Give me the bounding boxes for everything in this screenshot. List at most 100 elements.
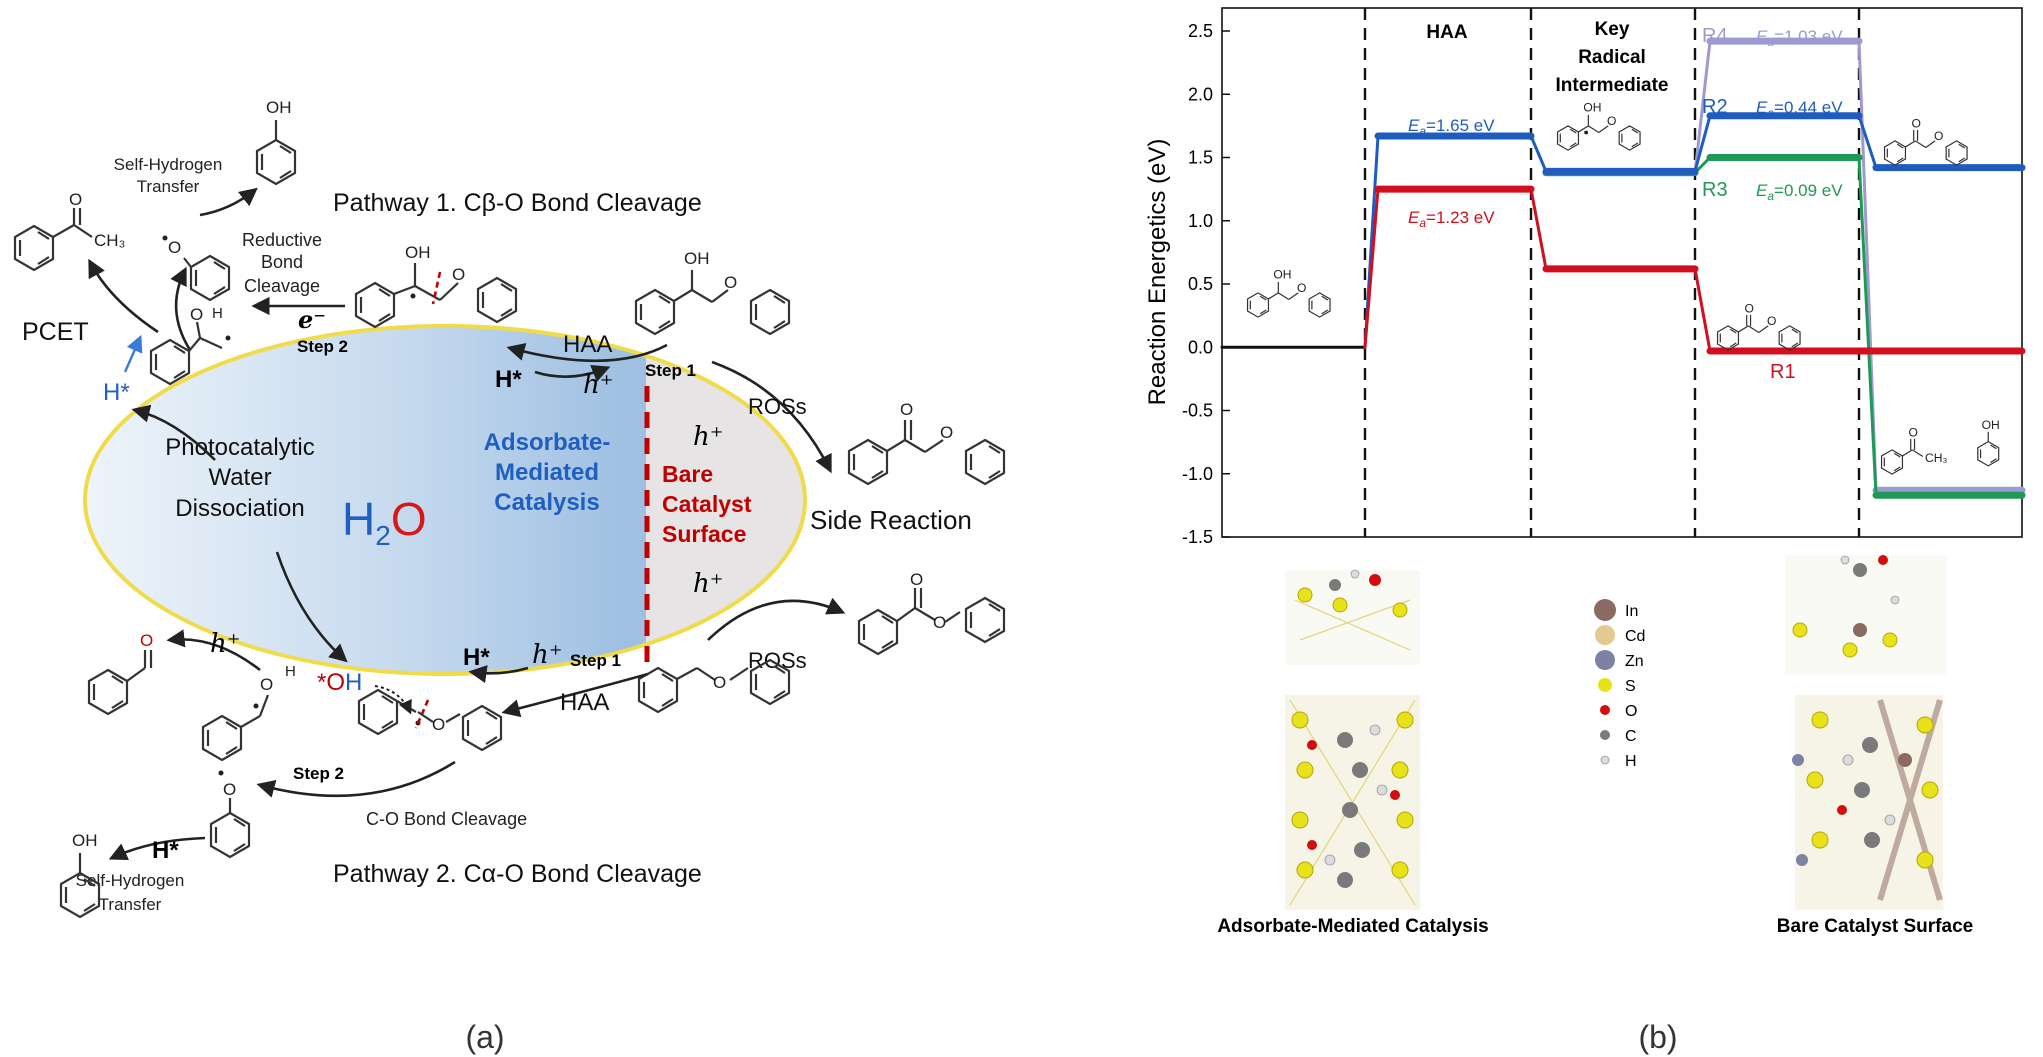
substrate-bottom-right: O [637, 658, 791, 714]
svg-text:O: O [900, 400, 913, 419]
panel-b-label: (b) [1638, 1019, 1677, 1055]
y-tick-label: 2.5 [1188, 21, 1213, 41]
h-plus-bare-bottom: h⁺ [693, 569, 723, 599]
h-star-bottom: H* [463, 644, 490, 671]
haa-bottom: HAA [560, 689, 609, 716]
series-label-r2: R2 [1702, 96, 1728, 118]
benzylic-radical-bottom: O [357, 688, 503, 752]
benzaldehyde: O [87, 631, 153, 716]
arrow-haa-bottom [501, 672, 649, 718]
svg-text:O: O [940, 423, 953, 442]
svg-text:O: O [1912, 117, 1921, 131]
energy-connector-r1 [1693, 267, 1712, 353]
energy-connector-r2 [1693, 114, 1712, 173]
energy-connector-r2 [1857, 114, 1878, 170]
self-h-transfer-top: Self-Hydrogen Transfer [114, 155, 223, 196]
svg-text:O: O [1745, 302, 1754, 316]
inset-products: O CH₃ OH [1880, 418, 2000, 475]
ea-annotation-r2-haa: Ea=1.65 eV [1408, 116, 1495, 138]
svg-text:Transfer: Transfer [137, 177, 200, 196]
svg-text:OH: OH [1982, 418, 2000, 432]
svg-text:Mediated: Mediated [495, 459, 599, 486]
svg-text:Reductive: Reductive [242, 230, 322, 250]
svg-text:Surface: Surface [662, 521, 746, 547]
h-star-top: H* [495, 366, 522, 393]
panel-b: 2.52.01.51.00.50.0-0.5-1.0-1.5 Reaction … [1144, 7, 2026, 1055]
svg-text:O: O [910, 570, 923, 589]
svg-text:Bond: Bond [261, 252, 303, 272]
inset-radical: OH O [1556, 101, 1641, 151]
panel-a: Photocatalytic Water Dissociation H2O Ad… [13, 98, 1006, 1055]
svg-text:Key: Key [1595, 19, 1630, 40]
ea-annotation-r1: Ea=1.23 eV [1408, 208, 1495, 230]
arrow-haa-top [506, 343, 668, 363]
svg-text:Intermediate: Intermediate [1556, 75, 1669, 96]
svg-text:O: O [713, 673, 726, 692]
stage-label-key-radical: Key Radical Intermediate [1556, 19, 1669, 96]
h-plus-bare-top: h⁺ [693, 422, 723, 452]
energy-connector-r1 [1363, 187, 1380, 349]
y-tick-label: 1.0 [1188, 211, 1213, 231]
phenoxy-radical-top: O [162, 235, 231, 302]
legend-label-cd: Cd [1625, 628, 1645, 645]
svg-text:Transfer: Transfer [99, 895, 162, 914]
ester-side-product: O O [857, 570, 1006, 656]
bare-catalyst-label: Bare Catalyst Surface [662, 461, 752, 547]
svg-text:CH₃: CH₃ [94, 231, 125, 250]
h-plus-left: h⁺ [210, 629, 240, 659]
structure-image-adsorbate [1285, 569, 1420, 910]
h-plus-bottom: h⁺ [532, 640, 562, 670]
svg-text:O: O [260, 675, 273, 694]
svg-text:O: O [190, 305, 203, 324]
inset-ketone-r2: O O [1883, 117, 1968, 166]
svg-text:Adsorbate-: Adsorbate- [484, 429, 611, 456]
arrow-h-star-blue [123, 334, 143, 373]
alkoxy-radical-intermediate: O H [149, 305, 231, 386]
pathway2-title: Pathway 2. Cα-O Bond Cleavage [333, 860, 702, 888]
benzylic-radical-top: OH O [354, 243, 518, 329]
svg-text:OH: OH [405, 243, 431, 262]
phenol-top: OH [255, 98, 297, 186]
y-tick-label: -1.0 [1182, 464, 1213, 484]
self-h-transfer-bottom: Self-Hydrogen Transfer [76, 871, 185, 914]
legend-swatch-o [1600, 705, 1610, 715]
ros-top: ROSs [748, 394, 807, 419]
svg-text:O: O [432, 715, 445, 734]
energy-connector-r1 [1529, 187, 1548, 271]
phenol-bottom: OH [59, 831, 101, 919]
svg-text:O: O [1767, 314, 1776, 328]
svg-text:O: O [724, 273, 737, 292]
side-reaction-label: Side Reaction [810, 505, 972, 535]
svg-text:O: O [933, 613, 946, 632]
panel-a-label: (a) [465, 1019, 504, 1055]
svg-text:O: O [69, 190, 82, 209]
svg-text:Self-Hydrogen: Self-Hydrogen [76, 871, 185, 890]
legend-swatch-cd [1595, 625, 1615, 645]
arrow-co-cleavage [256, 760, 456, 798]
svg-text:O: O [223, 780, 236, 799]
arrow-hstar-bottom [468, 665, 529, 684]
legend-swatch-c [1600, 730, 1610, 740]
legend-label-zn: Zn [1625, 653, 1644, 670]
reductive-cleavage-label: Reductive Bond Cleavage [242, 230, 322, 296]
svg-text:H: H [285, 663, 296, 680]
arrow-water-to-hstar [131, 404, 216, 461]
svg-text:O: O [140, 631, 153, 650]
svg-text:O: O [1297, 281, 1306, 295]
ketone-side-product: O O [847, 400, 1006, 486]
adsorbate-mediated-label: Adsorbate- Mediated Catalysis [484, 429, 611, 516]
electron-label: e⁻ [298, 305, 326, 334]
svg-text:O: O [1934, 129, 1943, 143]
legend-swatch-zn [1595, 650, 1615, 670]
h-plus-top: h⁺ [583, 370, 613, 400]
energy-connector-r4 [1693, 39, 1712, 175]
step2-bottom: Step 2 [293, 764, 344, 783]
legend-label-o: O [1625, 703, 1637, 720]
svg-text:OH: OH [266, 98, 292, 117]
y-tick-label: -1.5 [1182, 527, 1213, 547]
svg-text:O: O [1607, 114, 1616, 128]
svg-text:OH: OH [1273, 268, 1291, 282]
h-star-bottom-left: H* [152, 837, 179, 864]
svg-text:O: O [452, 265, 465, 284]
